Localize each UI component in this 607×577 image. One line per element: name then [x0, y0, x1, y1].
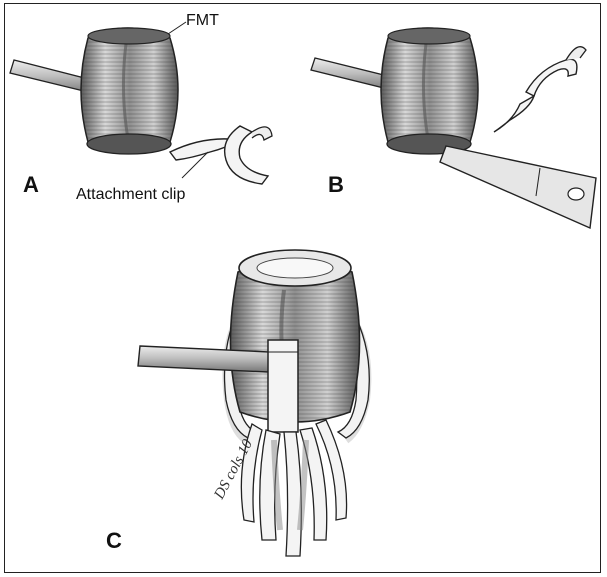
fmt-leader-line: [168, 22, 186, 34]
panel-label-b: B: [328, 172, 344, 198]
petals-c: [241, 420, 346, 556]
fmt-label: FMT: [186, 12, 219, 30]
panel-label-a: A: [23, 172, 39, 198]
attachment-clip-label: Attachment clip: [76, 186, 185, 204]
fmt-device-a: [81, 28, 178, 154]
strip-b: [440, 146, 596, 228]
panel-a-drawing: [10, 22, 272, 184]
attachment-clip-b: [494, 47, 586, 132]
panel-label-c: C: [106, 528, 122, 554]
panel-c-drawing: [138, 250, 369, 556]
panel-b-drawing: [311, 28, 596, 228]
attachment-clip-c: [268, 340, 298, 432]
fmt-device-b: [381, 28, 478, 154]
